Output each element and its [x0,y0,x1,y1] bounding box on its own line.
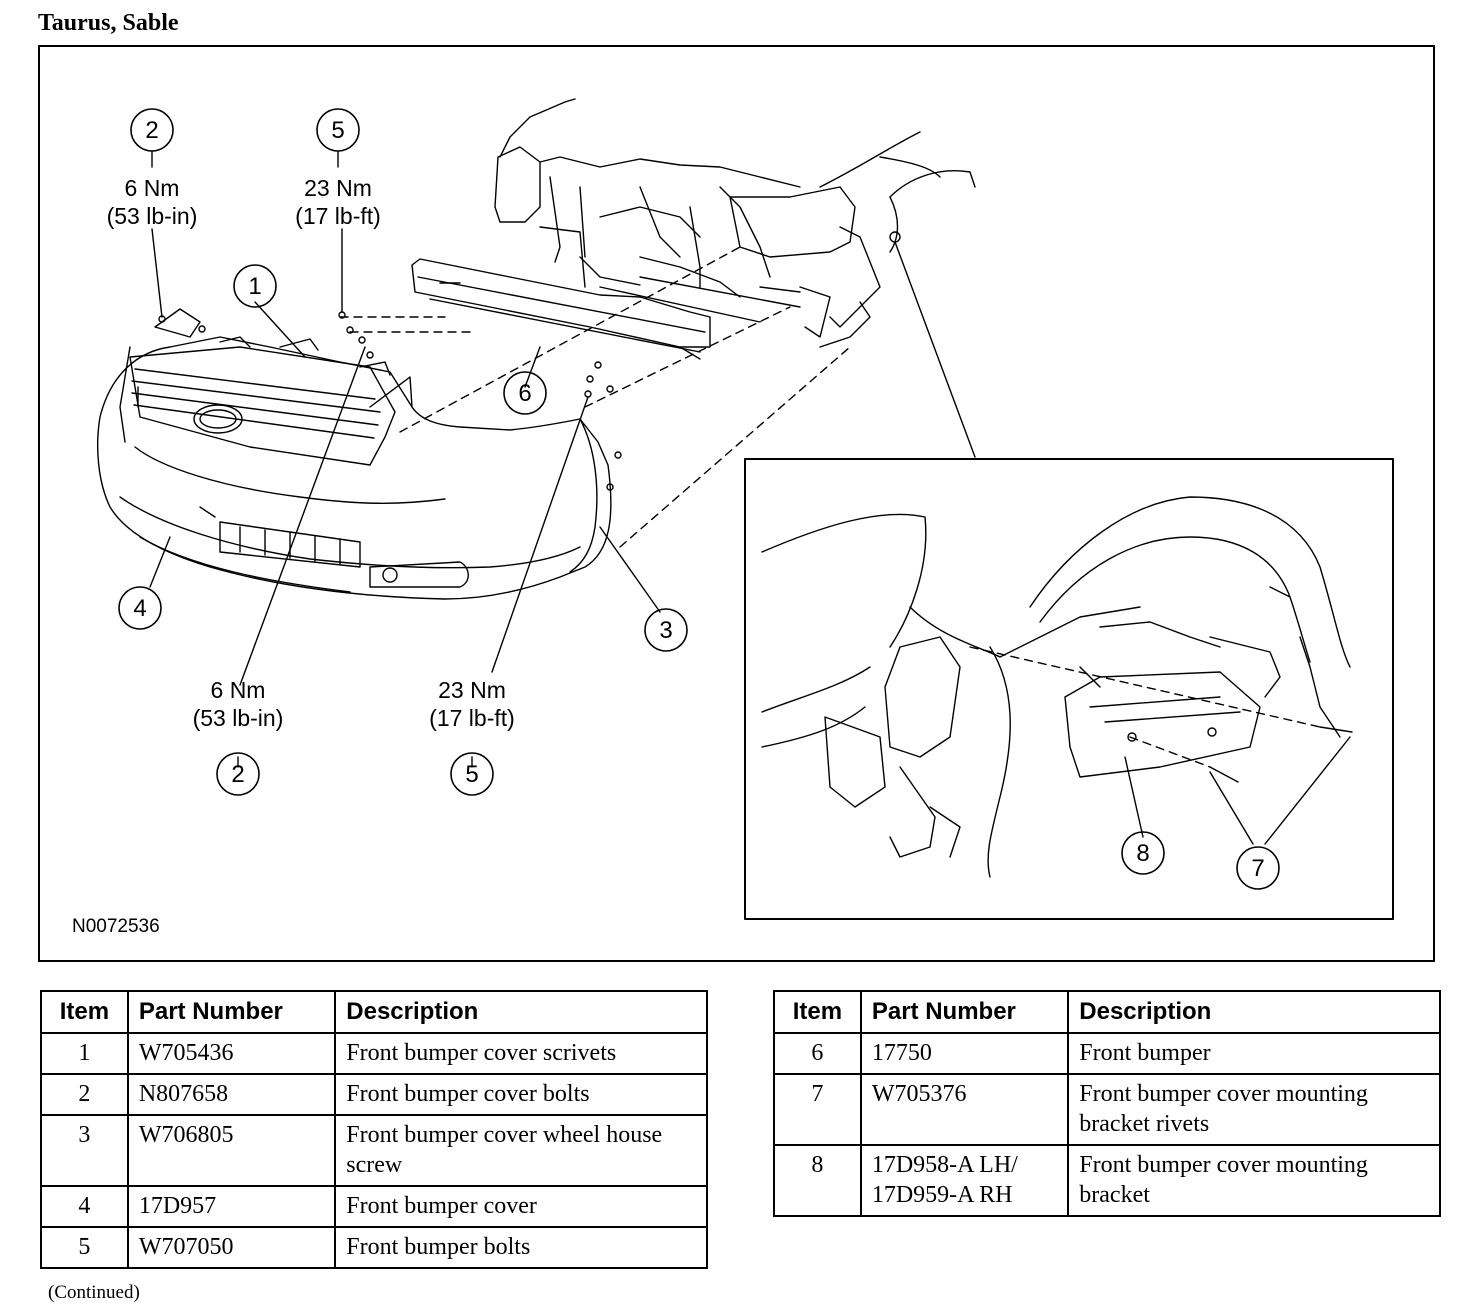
column-header-part-number: Part Number [859,990,1070,1034]
callout-2-bottom: 2 [231,761,244,788]
item-number: 7 [773,1073,862,1146]
table-row: 4 17D957 Front bumper cover [40,1185,708,1228]
torque-bottom-mid-imperial: (17 lb-ft) [429,705,515,731]
bumper-beam-drawing [411,258,711,360]
part-description: Front bumper cover wheel house screw [334,1114,708,1187]
detail-inset-frame [744,458,1394,920]
column-header-item: Item [40,990,129,1034]
callout-3: 3 [659,617,672,644]
callout-8: 8 [1136,840,1149,867]
callout-5-bottom: 5 [465,761,478,788]
callout-6: 6 [518,380,531,407]
item-number: 1 [40,1032,129,1075]
part-number: W706805 [126,1114,337,1187]
item-number: 5 [40,1226,129,1269]
part-description: Front bumper cover bolts [334,1073,708,1116]
torque-bottom-left-imperial: (53 lb-in) [193,705,284,731]
continued-note: (Continued) [48,1282,140,1303]
part-number: 17D957 [126,1185,337,1228]
part-description: Front bumper cover mounting bracket rive… [1067,1073,1441,1146]
part-description: Front bumper cover [334,1185,708,1228]
table-header-row: Item Part Number Description [773,990,1441,1034]
page-title: Taurus, Sable [38,10,179,36]
figure-id-label: N0072536 [72,916,160,937]
detail-inset-drawing [761,496,1353,878]
item-number: 4 [40,1185,129,1228]
table-row: 7 W705376 Front bumper cover mounting br… [773,1073,1441,1146]
vehicle-body-drawing [494,98,976,348]
bumper-cover-drawing [96,308,612,600]
table-row: 3 W706805 Front bumper cover wheel house… [40,1114,708,1187]
leader-lines [149,150,976,768]
torque-top-left-imperial: (53 lb-in) [107,203,198,229]
torque-top-left-nm: 6 Nm [125,175,180,201]
part-description: Front bumper cover mounting bracket [1067,1144,1441,1217]
column-header-description: Description [1067,990,1441,1034]
torque-top-mid-nm: 23 Nm [304,175,372,201]
parts-table-left: Item Part Number Description 1 W705436 F… [40,990,708,1269]
fasteners-drawing [158,231,901,491]
part-number: 17750 [859,1032,1070,1075]
table-row: 2 N807658 Front bumper cover bolts [40,1073,708,1116]
torque-top-mid-imperial: (17 lb-ft) [295,203,381,229]
assembly-lines [339,246,851,548]
column-header-description: Description [334,990,708,1034]
item-number: 6 [773,1032,862,1075]
item-number: 2 [40,1073,129,1116]
table-row: 6 17750 Front bumper [773,1032,1441,1075]
table-row: 1 W705436 Front bumper cover scrivets [40,1032,708,1075]
callout-4: 4 [133,595,146,622]
exploded-diagram: 2 5 1 6 4 3 2 5 8 7 6 Nm (53 lb-in) 23 N… [38,45,1435,962]
part-number: W705436 [126,1032,337,1075]
parts-table-right: Item Part Number Description 6 17750 Fro… [773,990,1441,1217]
callout-5-top: 5 [331,117,344,144]
callout-7: 7 [1251,855,1264,882]
callout-circles [118,108,1280,890]
part-number: W705376 [859,1073,1070,1146]
part-number: N807658 [126,1073,337,1116]
part-description: Front bumper bolts [334,1226,708,1269]
part-description: Front bumper [1067,1032,1441,1075]
table-header-row: Item Part Number Description [40,990,708,1034]
diagram-drawing: 2 5 1 6 4 3 2 5 8 7 6 Nm (53 lb-in) 23 N… [72,98,1394,937]
torque-bottom-mid-nm: 23 Nm [438,677,506,703]
item-number: 3 [40,1114,129,1187]
part-number: 17D958-A LH/ 17D959-A RH [859,1144,1070,1217]
part-number: W707050 [126,1226,337,1269]
torque-bottom-left-nm: 6 Nm [211,677,266,703]
column-header-item: Item [773,990,862,1034]
callout-1: 1 [248,273,261,300]
table-row: 5 W707050 Front bumper bolts [40,1226,708,1269]
callout-2-top: 2 [145,117,158,144]
item-number: 8 [773,1144,862,1217]
part-description: Front bumper cover scrivets [334,1032,708,1075]
table-row: 8 17D958-A LH/ 17D959-A RH Front bumper … [773,1144,1441,1217]
column-header-part-number: Part Number [126,990,337,1034]
